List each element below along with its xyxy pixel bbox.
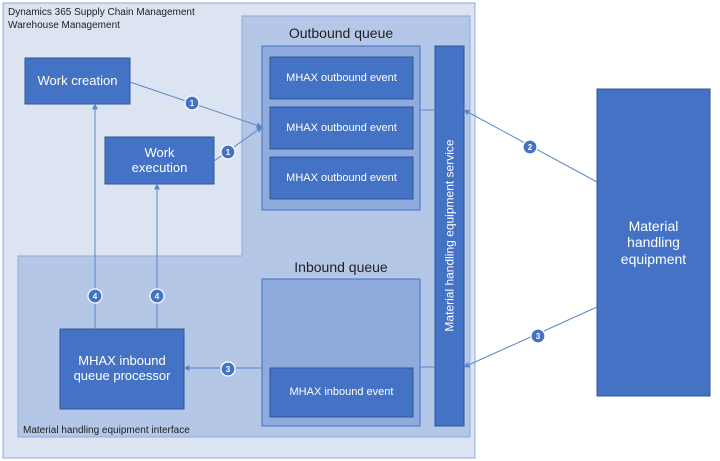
equipment-line2: handling — [627, 234, 680, 251]
inbound-processor-label: MHAX inbound queue processor — [60, 329, 184, 409]
equipment-label: Material handling equipment — [597, 89, 710, 396]
mhe-service-label: Material handling equipment service — [441, 139, 456, 332]
scm-title-line1: Dynamics 365 Supply Chain Management — [8, 7, 195, 18]
work-creation-label: Work creation — [37, 72, 118, 88]
outbound-event-label-2: MHAX outbound event — [286, 121, 397, 134]
scm-title: Dynamics 365 Supply Chain Management War… — [8, 6, 195, 32]
work-execution-box — [104, 136, 215, 185]
step-badge-3b: 3 — [220, 361, 236, 377]
outbound-event-label-3: MHAX outbound event — [286, 171, 397, 184]
work-execution-line1: Work — [144, 144, 175, 160]
svg-text:2: 2 — [528, 143, 533, 152]
equipment-box — [596, 88, 711, 397]
step-badge-1b: 1 — [220, 144, 236, 160]
outbound-event-box-1 — [269, 56, 414, 100]
inbound-processor-line1: MHAX inbound — [78, 353, 166, 369]
equipment-line3: equipment — [620, 250, 687, 267]
step-badge-4b: 4 — [149, 288, 165, 304]
outbound-event-label-1: MHAX outbound event — [286, 71, 397, 84]
step-badge-1a: 1 — [184, 95, 200, 111]
scm-title-line2: Warehouse Management — [8, 20, 120, 31]
mhe-service-box — [434, 45, 465, 427]
interface-label: Material handling equipment interface — [23, 425, 190, 436]
work-creation-box — [24, 57, 131, 105]
svg-text:1: 1 — [190, 99, 195, 108]
inbound-event-label: MHAX inbound event — [289, 386, 394, 399]
svg-text:1: 1 — [226, 148, 231, 157]
work-execution-label: Work execution — [105, 137, 214, 184]
svg-text:3: 3 — [226, 365, 231, 374]
outbound-event-box-2 — [269, 106, 414, 150]
inbound-event-box — [269, 367, 414, 418]
equipment-line1: Material — [628, 218, 679, 235]
inbound-queue-title: Inbound queue — [294, 259, 388, 275]
svg-text:4: 4 — [93, 292, 98, 301]
step-badge-4a: 4 — [87, 288, 103, 304]
outbound-queue-title: Outbound queue — [288, 25, 394, 41]
svg-text:3: 3 — [536, 332, 541, 341]
step-badge-2: 2 — [522, 139, 538, 155]
outbound-event-box-3 — [269, 156, 414, 200]
inbound-processor-line2: queue processor — [73, 368, 171, 383]
svg-text:4: 4 — [155, 292, 160, 301]
step-badge-3a: 3 — [530, 328, 546, 344]
work-execution-line2: execution — [131, 159, 188, 175]
